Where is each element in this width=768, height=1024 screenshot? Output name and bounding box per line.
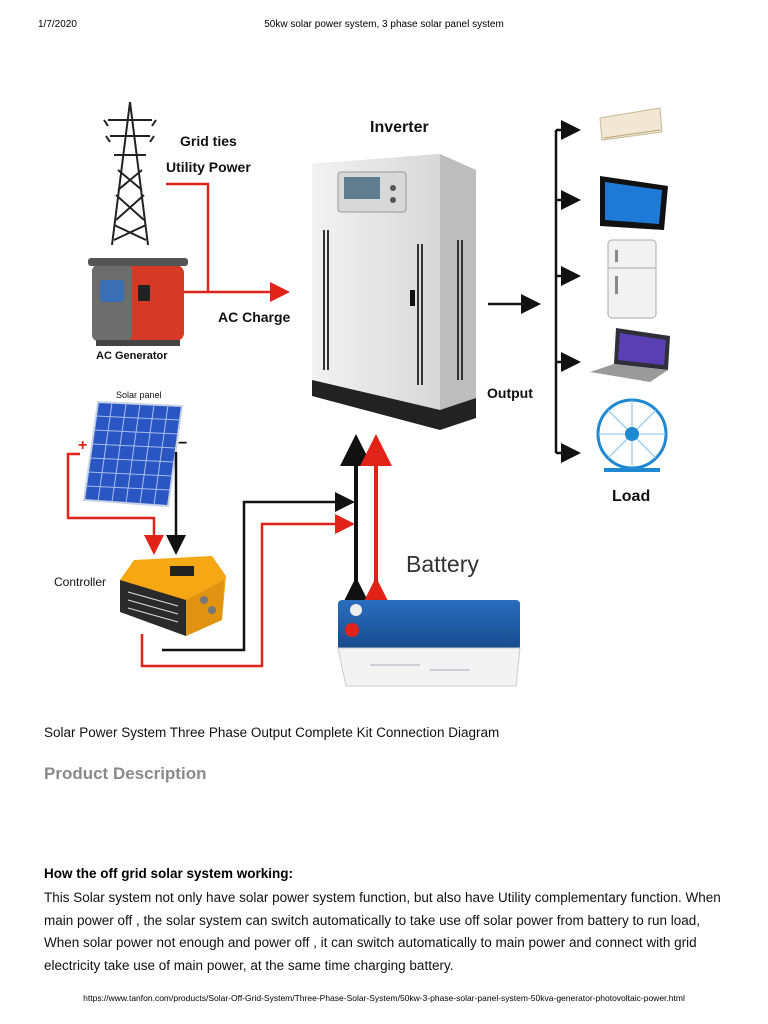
utility-power-label: Utility Power — [166, 159, 251, 175]
inverter-cabinet — [312, 154, 476, 430]
laptop-icon — [590, 328, 670, 382]
battery-icon — [337, 600, 521, 687]
connection-diagram: Grid ties Utility Power AC Generator AC … — [54, 101, 670, 687]
generator-icon — [88, 258, 188, 346]
positive-terminal-label: + — [78, 437, 87, 454]
ac-generator-label: AC Generator — [96, 350, 168, 362]
charge-controller-icon — [120, 556, 226, 636]
grid-ties-label: Grid ties — [180, 133, 237, 149]
print-date: 1/7/2020 — [38, 19, 77, 30]
power-tower-icon — [103, 101, 157, 246]
diagram-caption: Solar Power System Three Phase Output Co… — [44, 725, 500, 740]
controller-red-wire — [140, 514, 355, 668]
controller-label: Controller — [54, 575, 106, 589]
solar-panel-label: Solar panel — [116, 390, 162, 400]
howto-heading: How the off grid solar system working: — [44, 866, 294, 881]
howto-paragraph: This Solar system not only have solar po… — [44, 890, 721, 973]
ac-charge-label: AC Charge — [218, 309, 291, 325]
fan-icon — [596, 398, 668, 472]
refrigerator-icon — [607, 239, 657, 319]
television-icon — [600, 176, 668, 230]
air-conditioner-icon — [599, 107, 663, 141]
panel-positive-wire — [66, 452, 164, 555]
print-title: 50kw solar power system, 3 phase solar p… — [264, 19, 504, 30]
load-label: Load — [612, 488, 650, 505]
source-url: https://www.tanfon.com/products/Solar-Of… — [83, 993, 685, 1003]
output-label: Output — [487, 385, 533, 401]
controller-black-wire — [162, 492, 355, 652]
inverter-label: Inverter — [370, 119, 429, 136]
negative-terminal-label: − — [178, 435, 187, 452]
section-title: Product Description — [44, 764, 207, 783]
battery-label: Battery — [406, 551, 479, 577]
solar-panel-icon — [82, 400, 184, 508]
grid-wire — [166, 182, 210, 292]
